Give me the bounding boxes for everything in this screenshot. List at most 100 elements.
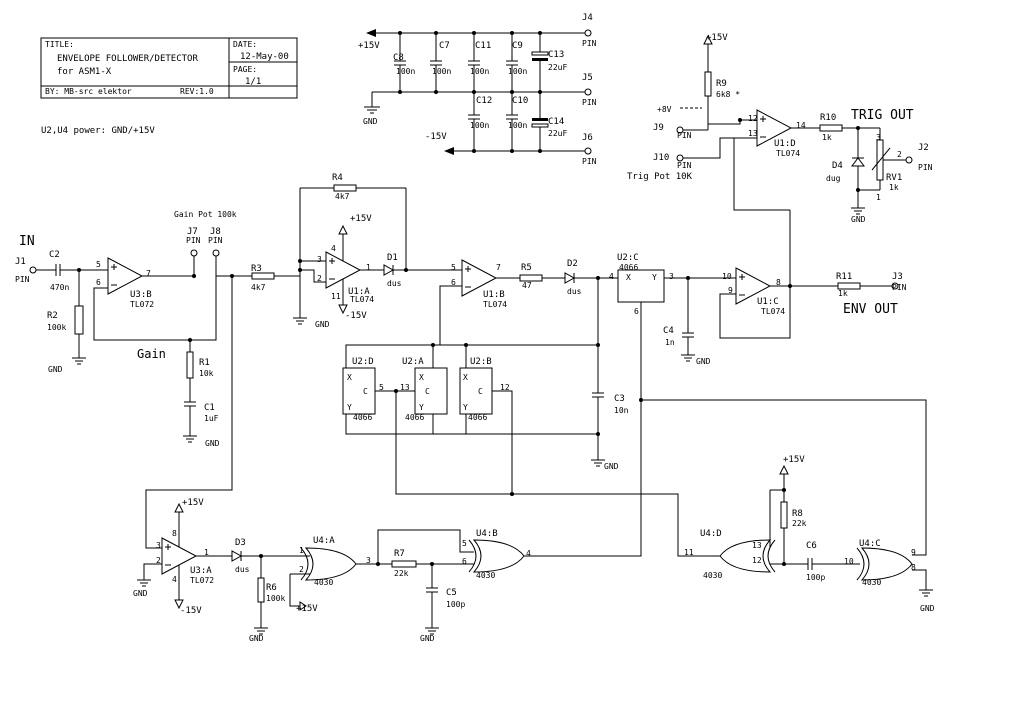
- p8-label: +8V: [657, 105, 672, 114]
- c4-label: C4: [663, 326, 674, 336]
- c11-value: 100n: [470, 67, 489, 76]
- gnd-c1: GND: [205, 439, 220, 448]
- j1-label: J1: [15, 257, 26, 267]
- u3a-pin4: 4: [172, 575, 177, 584]
- j4-label: J4: [582, 13, 593, 23]
- u1c-pin10: 10: [722, 272, 732, 281]
- gain-pot-label: Gain Pot 100k: [174, 210, 237, 219]
- u1a-pin3: 3: [317, 255, 322, 264]
- j10-pin: PIN: [677, 161, 692, 170]
- junction-dot: [510, 149, 514, 153]
- junction-dot: [596, 432, 600, 436]
- decoupling-cap-top: [506, 60, 518, 66]
- j8-label: J8: [210, 227, 221, 237]
- decoupling-cap-top: [468, 60, 480, 66]
- u4a-pin2: 2: [299, 565, 304, 574]
- r1-label: R1: [199, 358, 210, 368]
- c12-value: 100n: [470, 121, 489, 130]
- u1d-pin13: 13: [748, 129, 758, 138]
- gnd-r6: GND: [249, 634, 264, 643]
- rev-text: REV:1.0: [180, 87, 214, 96]
- r9-p15-arrow: [703, 34, 713, 45]
- d3-value: dus: [235, 565, 250, 574]
- d1-diode: [383, 264, 395, 276]
- u2b-label: U2:B: [470, 357, 492, 367]
- c9-label: C9: [512, 41, 523, 51]
- r7-value: 22k: [394, 569, 409, 578]
- j2-label: J2: [918, 143, 929, 153]
- decoupling-cap-bottom: [506, 114, 518, 120]
- r6-label: R6: [266, 583, 277, 593]
- r5-label: R5: [521, 263, 532, 273]
- u2a-pin13: 13: [400, 383, 410, 392]
- gnd-d4: GND: [851, 215, 866, 224]
- c1-label: C1: [204, 403, 215, 413]
- d3-diode: [231, 550, 243, 562]
- by-text: BY: MB-src elektor: [45, 87, 132, 96]
- u4a-type: 4030: [314, 578, 333, 587]
- c14-plate-neg: [532, 118, 548, 121]
- c5-value: 100p: [446, 600, 465, 609]
- c3-label: C3: [614, 394, 625, 404]
- u1a-p15-arrow: [338, 224, 348, 235]
- r4-resistor: [333, 184, 357, 192]
- j9-pin: PIN: [677, 131, 692, 140]
- u4c-label: U4:C: [859, 539, 881, 549]
- c6-capacitor: [807, 558, 813, 570]
- u2c-pin4: 4: [609, 272, 614, 281]
- u1b-pin7: 7: [496, 263, 501, 272]
- u1c-pin9: 9: [728, 286, 733, 295]
- c7-label: C7: [439, 41, 450, 51]
- u1a-label: U1:A: [348, 287, 370, 297]
- junction-dot: [856, 188, 860, 192]
- p15-label: +15V: [358, 41, 380, 51]
- r8-value: 22k: [792, 519, 807, 528]
- u1a-pin1: 1: [366, 263, 371, 272]
- r7-label: R7: [394, 549, 405, 559]
- junction-dot: [596, 343, 600, 347]
- c2-label: C2: [49, 250, 60, 260]
- r6-value: 100k: [266, 594, 285, 603]
- j4-pin: PIN: [582, 39, 597, 48]
- r3-resistor: [251, 272, 275, 280]
- junction-dot: [192, 274, 196, 278]
- j7-pin: PIN: [186, 236, 201, 245]
- gnd-c5: GND: [420, 634, 435, 643]
- j7-label: J7: [187, 227, 198, 237]
- r1-value: 10k: [199, 369, 214, 378]
- rv1-pin1: 1: [876, 193, 881, 202]
- c14-label: C14: [548, 117, 564, 127]
- u4c-xor: [856, 547, 913, 581]
- d4-diode: [851, 157, 865, 167]
- u4d-xor: [719, 539, 776, 573]
- c6-label: C6: [806, 541, 817, 551]
- decoupling-cap-top: [430, 60, 442, 66]
- input-stage: IN J1 PIN C2 470n R2 100k GND: [15, 234, 108, 374]
- junction-dot: [398, 31, 402, 35]
- u2d-switch: [342, 367, 376, 415]
- u1a-pin4: 4: [331, 244, 336, 253]
- u4c-pin9: 9: [911, 548, 916, 557]
- junction-dot: [398, 90, 402, 94]
- gnd-c4: GND: [696, 357, 711, 366]
- junction-dot: [538, 31, 542, 35]
- r8-p15-arrow: [779, 464, 789, 475]
- gnd-u4c: GND: [920, 604, 935, 613]
- c13-label: C13: [548, 50, 564, 60]
- c7-value: 100n: [432, 67, 451, 76]
- u2c-x: X: [626, 273, 631, 282]
- u2c-pin3: 3: [669, 272, 674, 281]
- u2b-pin12: 12: [500, 383, 510, 392]
- r9-label: R9: [716, 79, 727, 89]
- gnd-r2: GND: [48, 365, 63, 374]
- junction-dot: [472, 31, 476, 35]
- j6-label: J6: [582, 133, 593, 143]
- u4a-p15: +15V: [296, 604, 318, 614]
- u1c-type: TL074: [761, 307, 785, 316]
- u1a-type: TL074: [350, 295, 374, 304]
- j3-pin: PIN: [892, 283, 907, 292]
- c5-label: C5: [446, 588, 457, 598]
- u3b-pin7: 7: [146, 269, 151, 278]
- r11-resistor: [837, 282, 861, 290]
- rv1-pin3: 3: [876, 133, 881, 142]
